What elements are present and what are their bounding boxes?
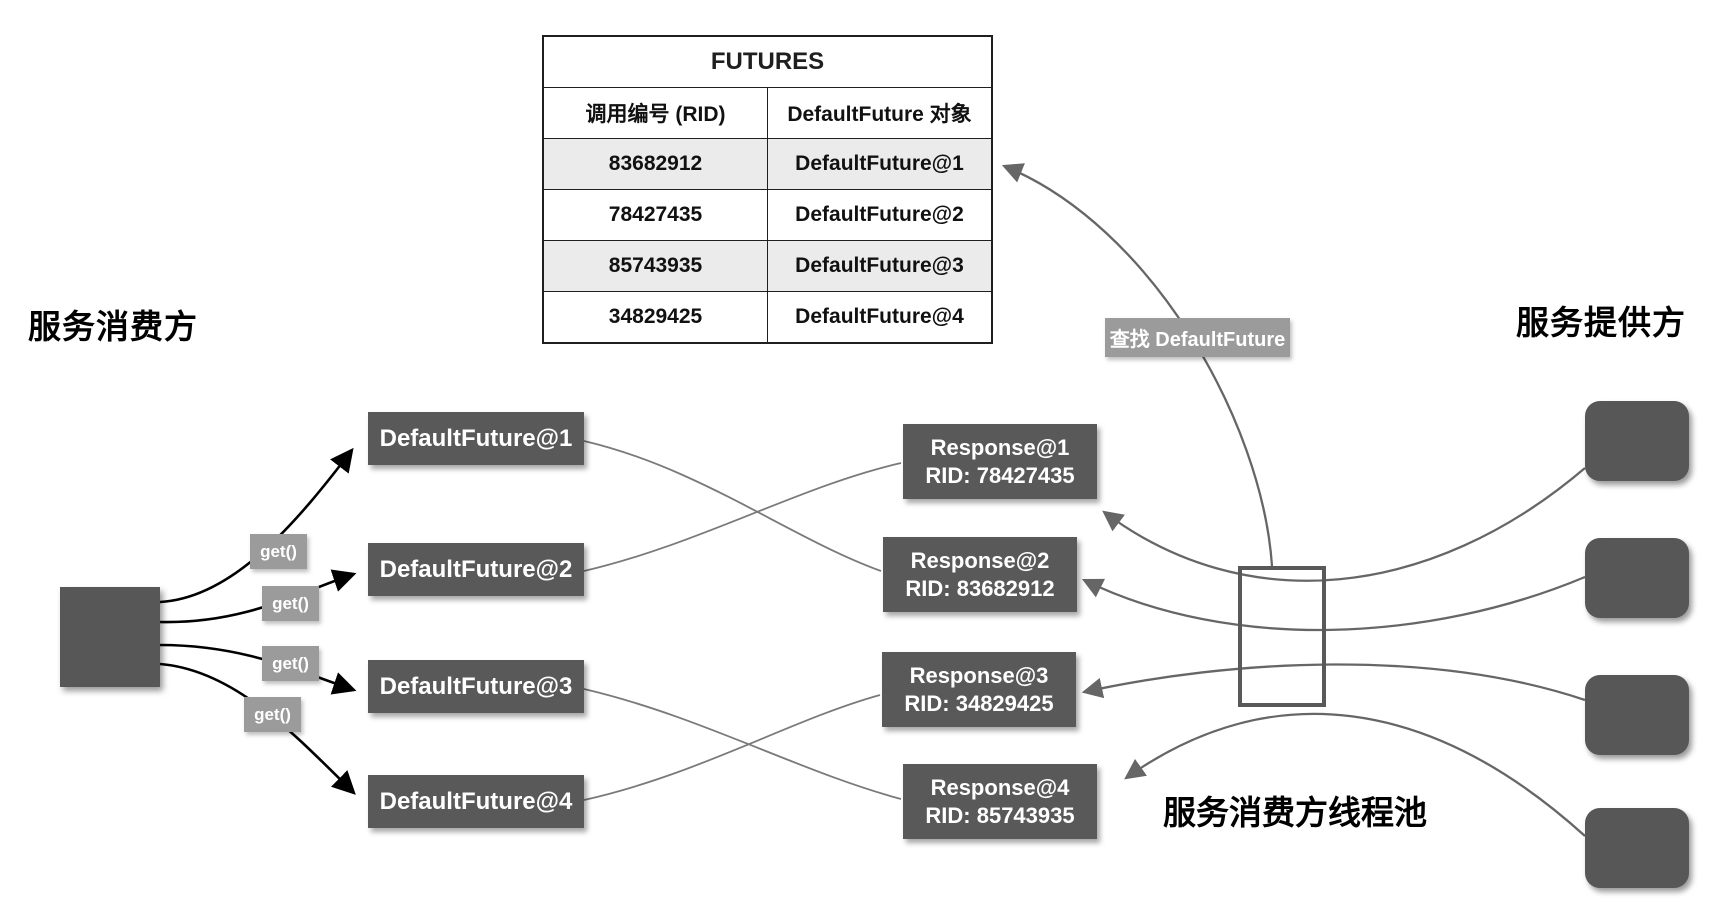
arrow-provider3-response3	[1081, 663, 1586, 702]
response-name: Response@1	[930, 435, 1070, 460]
table-cell-future: DefaultFuture@3	[795, 254, 964, 277]
future-box-3: DefaultFuture@3	[368, 660, 584, 713]
table-cell-future: DefaultFuture@4	[795, 305, 964, 328]
line-future4-response3	[583, 694, 881, 801]
provider-title: 服务提供方	[1516, 304, 1686, 341]
provider-node-3	[1585, 675, 1689, 755]
get-label: get()	[244, 697, 301, 732]
response-box-4: Response@4 RID: 85743935	[903, 764, 1097, 839]
response-rid: RID: 85743935	[925, 802, 1075, 828]
lookup-defaultfuture-label: 查找 DefaultFuture	[1105, 318, 1290, 357]
table-row: 85743935 DefaultFuture@3	[544, 241, 991, 292]
get-label: get()	[262, 646, 319, 681]
table-cell-future: DefaultFuture@1	[795, 152, 964, 175]
provider-node-4	[1585, 808, 1689, 888]
future-box-4: DefaultFuture@4	[368, 775, 584, 828]
arrow-provider2-response2	[1081, 575, 1586, 632]
future-box-2: DefaultFuture@2	[368, 543, 584, 596]
arrow-get-future3	[159, 643, 357, 695]
table-header-future: DefaultFuture 对象	[787, 103, 972, 126]
table-header-rid: 调用编号 (RID)	[544, 88, 768, 138]
response-rid: RID: 83682912	[905, 575, 1055, 601]
table-cell-rid: 85743935	[544, 241, 768, 291]
thread-pool-label: 服务消费方线程池	[1163, 794, 1427, 831]
future-box-1: DefaultFuture@1	[368, 412, 584, 465]
consumer-title: 服务消费方	[28, 308, 198, 345]
arrow-lookup-table	[1001, 163, 1274, 567]
table-header-row: 调用编号 (RID) DefaultFuture 对象	[544, 88, 991, 139]
arrow-get-future1	[159, 447, 354, 604]
thread-pool-rect	[1238, 566, 1326, 707]
table-row: 78427435 DefaultFuture@2	[544, 190, 991, 241]
response-name: Response@4	[930, 775, 1070, 800]
response-box-3: Response@3 RID: 34829425	[882, 652, 1076, 727]
arrow-provider1-response1	[1102, 467, 1586, 582]
response-name: Response@2	[910, 548, 1050, 573]
get-label: get()	[262, 586, 319, 621]
response-name: Response@3	[909, 663, 1049, 688]
response-box-1: Response@1 RID: 78427435	[903, 424, 1097, 499]
get-label: get()	[250, 534, 307, 569]
provider-node-2	[1585, 538, 1689, 618]
table-cell-rid: 34829425	[544, 292, 768, 342]
futures-table-title: FUTURES	[544, 37, 991, 88]
table-row: 83682912 DefaultFuture@1	[544, 139, 991, 190]
table-cell-future: DefaultFuture@2	[795, 203, 964, 226]
response-rid: RID: 78427435	[925, 462, 1075, 488]
table-cell-rid: 83682912	[544, 139, 768, 189]
table-cell-rid: 78427435	[544, 190, 768, 240]
provider-node-1	[1585, 401, 1689, 481]
consumer-node	[60, 587, 160, 687]
response-box-2: Response@2 RID: 83682912	[883, 537, 1077, 612]
line-future1-response2	[583, 440, 882, 572]
line-future2-response1	[583, 462, 902, 572]
line-future3-response4	[583, 688, 902, 800]
arrow-provider4-response4	[1124, 712, 1586, 837]
arrow-get-future2	[159, 569, 357, 624]
response-rid: RID: 34829425	[904, 690, 1054, 716]
table-row: 34829425 DefaultFuture@4	[544, 292, 991, 342]
futures-table: FUTURES 调用编号 (RID) DefaultFuture 对象 8368…	[542, 35, 993, 344]
